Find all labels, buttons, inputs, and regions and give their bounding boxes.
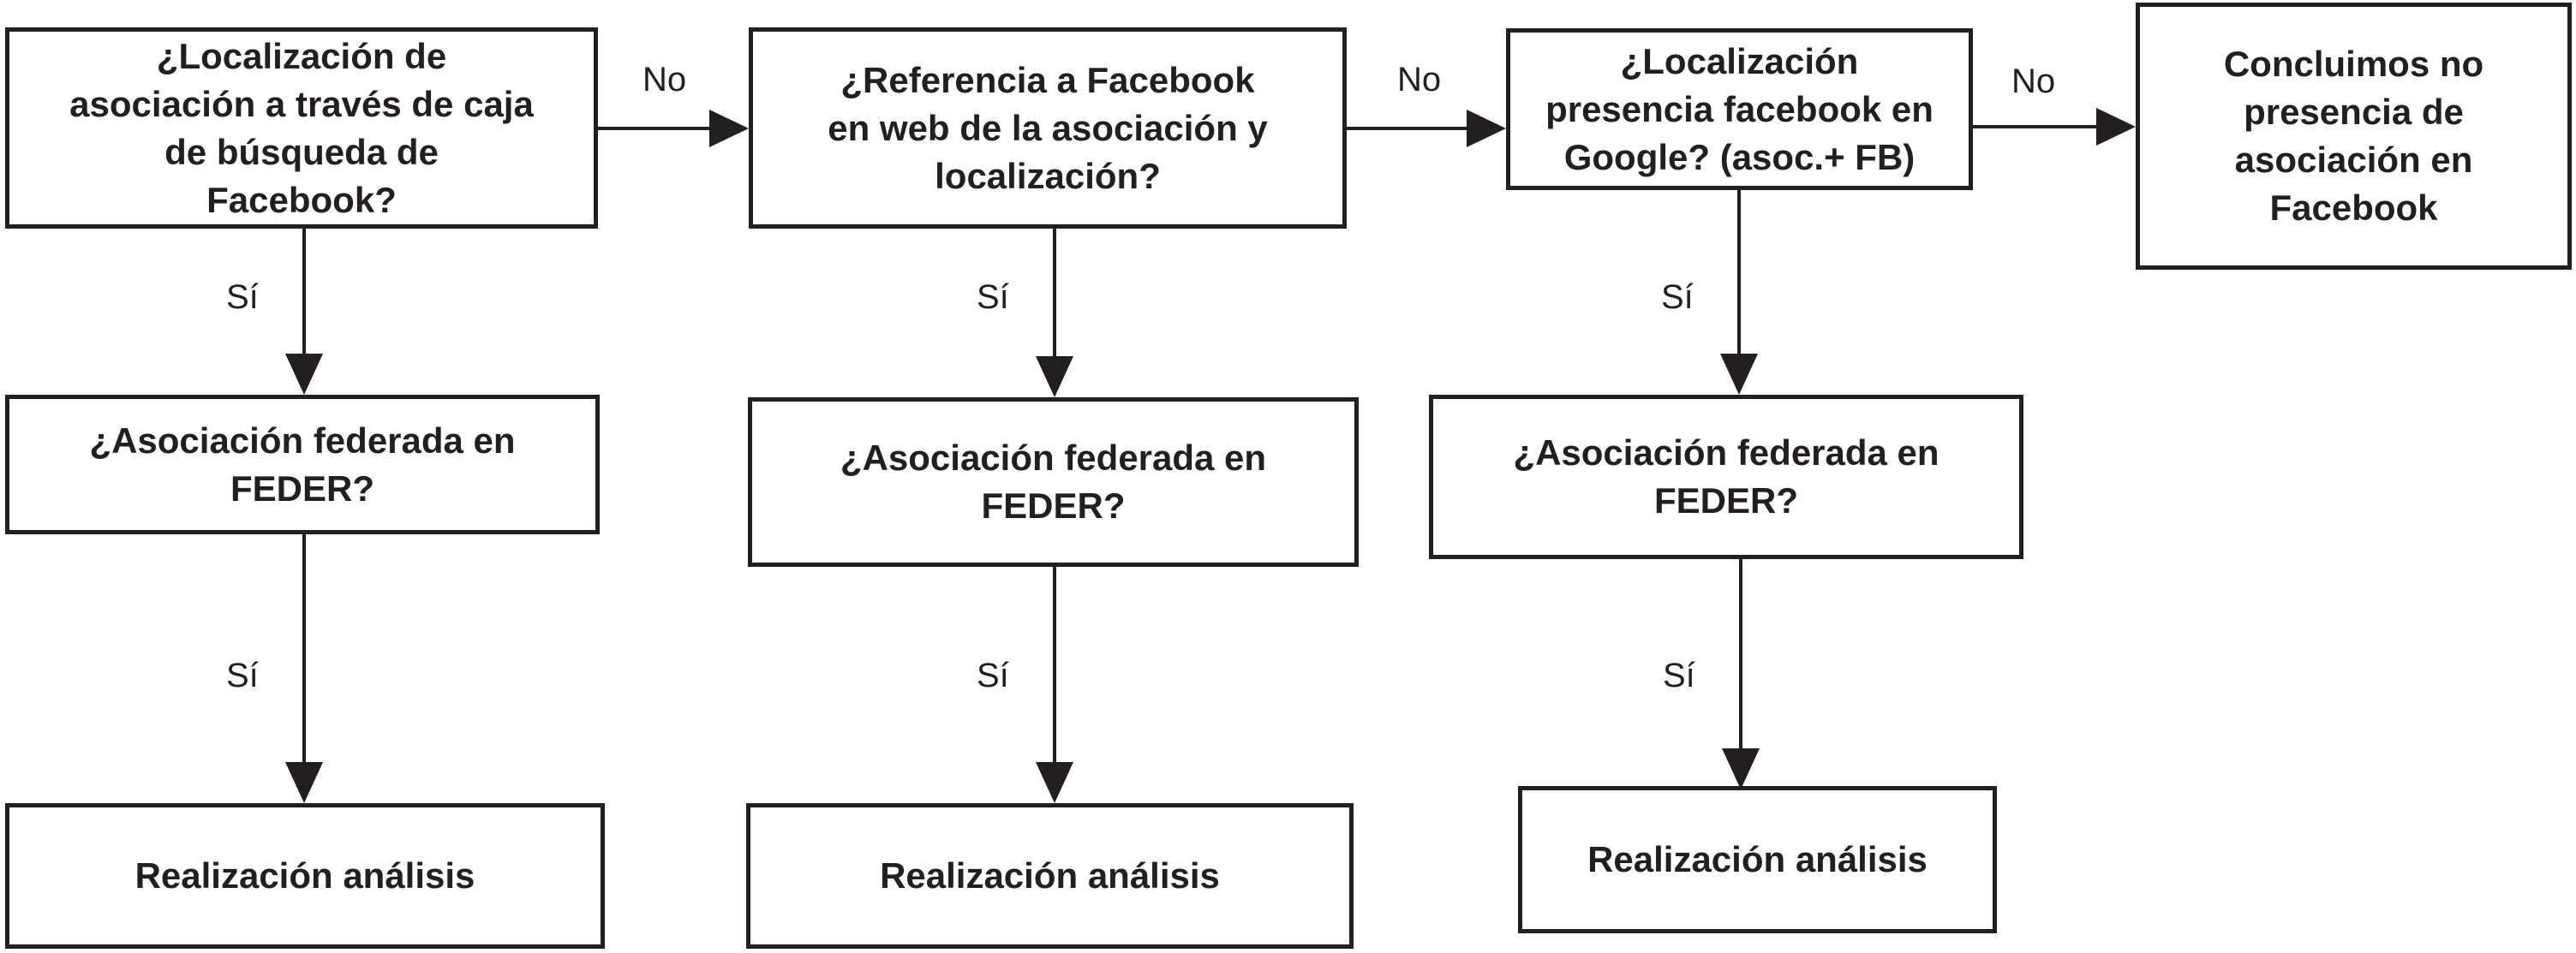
- node-q-facebook-search-text: ¿Localización de asociación a través de …: [69, 35, 534, 220]
- node-feder-3-text: ¿Asociación federada en FEDER?: [1513, 432, 1939, 521]
- node-q-google-presence: ¿Localización presencia facebook en Goog…: [1506, 28, 1973, 190]
- connector-yes-2b-line: [1053, 567, 1056, 765]
- connector-no-3-line: [1973, 125, 2098, 128]
- connector-yes-1b-line: [302, 534, 306, 765]
- node-feder-1: ¿Asociación federada en FEDER?: [5, 395, 600, 534]
- edge-label-yes-1a: Sí: [226, 278, 259, 316]
- node-analysis-2: Realización análisis: [746, 803, 1354, 949]
- connector-yes-3b-line: [1739, 559, 1742, 752]
- edge-label-no-2: No: [1397, 61, 1442, 98]
- node-analysis-1-text: Realización análisis: [134, 855, 475, 896]
- node-q-web-reference: ¿Referencia a Facebook en web de la asoc…: [749, 27, 1347, 229]
- connector-yes-3a-line: [1737, 190, 1741, 357]
- node-q-google-presence-text: ¿Localización presencia facebook en Goog…: [1545, 40, 1933, 177]
- node-feder-2-text: ¿Asociación federada en FEDER?: [840, 438, 1267, 526]
- arrowhead-down-yes-2a-icon: [1036, 356, 1073, 397]
- edge-label-no-3: No: [2011, 63, 2056, 100]
- node-analysis-3-text: Realización análisis: [1587, 839, 1928, 879]
- arrowhead-right-no-3-icon: [2096, 108, 2136, 146]
- node-analysis-3: Realización análisis: [1518, 786, 1997, 933]
- arrowhead-down-yes-2b-icon: [1036, 762, 1073, 803]
- arrowhead-right-no-1-icon: [709, 110, 749, 147]
- edge-label-yes-2a: Sí: [977, 278, 1009, 316]
- node-conclusion-no-presence: Concluimos no presencia de asociación en…: [2136, 3, 2572, 270]
- node-feder-1-text: ¿Asociación federada en FEDER?: [89, 420, 516, 509]
- arrowhead-down-yes-3a-icon: [1720, 354, 1758, 395]
- edge-label-no-1: No: [643, 61, 687, 98]
- node-q-web-reference-text: ¿Referencia a Facebook en web de la asoc…: [828, 59, 1268, 196]
- arrowhead-down-yes-1b-icon: [285, 762, 323, 803]
- edge-label-yes-1b: Sí: [226, 657, 259, 694]
- connector-no-1-line: [598, 127, 713, 130]
- connector-yes-2a-line: [1053, 229, 1056, 359]
- edge-label-yes-3b: Sí: [1663, 657, 1695, 694]
- arrowhead-right-no-2-icon: [1467, 110, 1506, 147]
- node-feder-2: ¿Asociación federada en FEDER?: [748, 397, 1359, 567]
- node-analysis-2-text: Realización análisis: [880, 855, 1220, 896]
- arrowhead-down-yes-1a-icon: [285, 354, 323, 395]
- node-analysis-1: Realización análisis: [5, 803, 605, 949]
- edge-label-yes-3a: Sí: [1661, 278, 1694, 316]
- connector-yes-1a-line: [302, 229, 306, 357]
- node-conclusion-no-presence-text: Concluimos no presencia de asociación en…: [2223, 44, 2484, 228]
- edge-label-yes-2b: Sí: [977, 657, 1009, 694]
- connector-no-2-line: [1347, 127, 1468, 130]
- node-q-facebook-search: ¿Localización de asociación a través de …: [5, 27, 598, 229]
- node-feder-3: ¿Asociación federada en FEDER?: [1429, 395, 2023, 559]
- arrowhead-down-yes-3b-icon: [1722, 748, 1760, 789]
